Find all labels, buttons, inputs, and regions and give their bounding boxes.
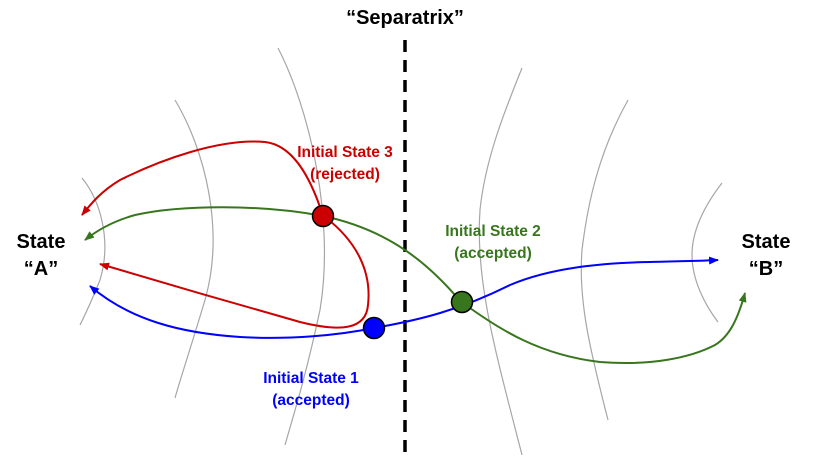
contour-line [277, 47, 325, 446]
initial-state1-label-line2: (accepted) [272, 392, 350, 409]
trajectory-state3-lower-branch [99, 216, 370, 329]
contour-line [691, 182, 723, 323]
state-a-label-line1: State [17, 231, 66, 253]
initial-state3-label-line2: (rejected) [310, 166, 380, 183]
contour-line [580, 99, 629, 421]
trajectory-state3 [81, 140, 370, 329]
contour-lines [79, 47, 723, 456]
trajectory-state1 [89, 256, 719, 339]
initial-state2-marker [450, 290, 474, 314]
initial-state1-marker [362, 316, 386, 340]
initial-state3-marker [311, 204, 335, 228]
state-b-label-line1: State [742, 231, 791, 253]
trajectory-state1-to-a [89, 285, 375, 339]
state-a-label-line2: “A” [24, 258, 58, 280]
separatrix-label: “Separatrix” [346, 7, 464, 29]
contour-line [174, 99, 214, 399]
initial-state2-label-line1: Initial State 2 [445, 223, 541, 240]
trajectory-state3-upper-branch [81, 140, 324, 217]
initial-state2-label-line2: (accepted) [454, 245, 532, 262]
trajectory-state2-to-a [84, 206, 462, 303]
trajectory-state2-to-b [462, 292, 747, 365]
trajectory-state2 [84, 206, 747, 365]
trajectory-state1-to-b [373, 256, 719, 329]
contour-line [79, 177, 106, 326]
initial-state3-label-line1: Initial State 3 [297, 144, 393, 161]
contour-line [478, 67, 523, 456]
state-b-label-line2: “B” [749, 258, 783, 280]
initial-state1-label-line1: Initial State 1 [263, 370, 359, 387]
